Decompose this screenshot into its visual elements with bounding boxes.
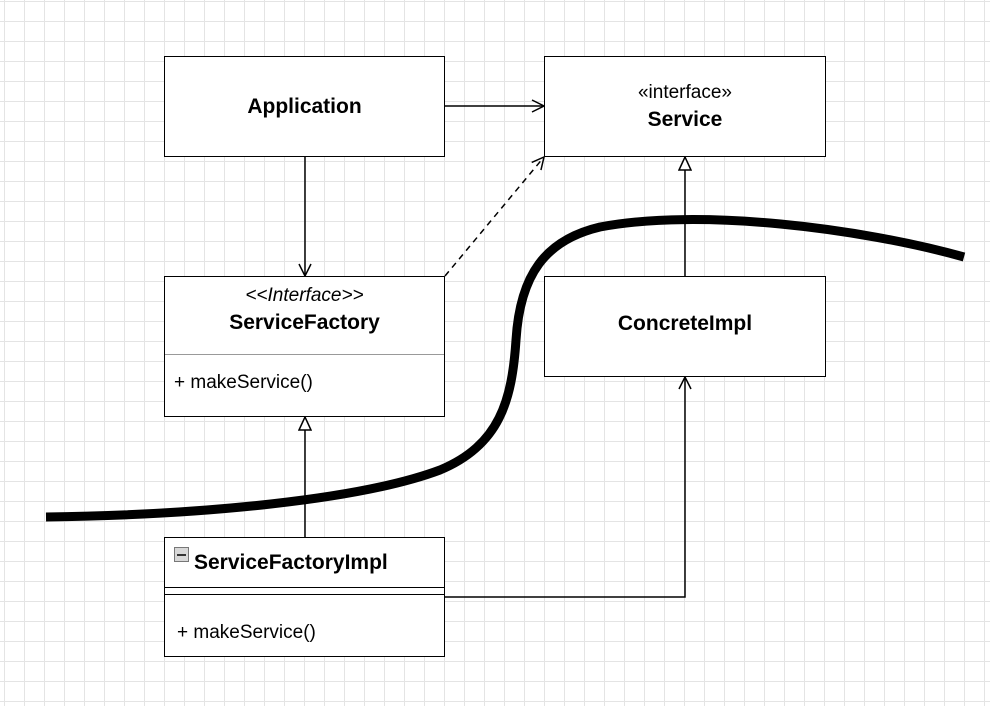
class-name: ConcreteImpl bbox=[617, 311, 753, 335]
interface-service-factory[interactable]: <<Interface>> ServiceFactory + makeServi… bbox=[164, 276, 445, 417]
collapse-icon[interactable] bbox=[174, 547, 189, 562]
association-servicefactoryimpl-concreteimpl bbox=[445, 377, 685, 598]
class-application[interactable]: Application bbox=[164, 56, 445, 157]
stereotype-label: «interface» bbox=[637, 81, 732, 103]
stereotype-label: <<Interface>> bbox=[245, 285, 364, 306]
class-name: Service bbox=[647, 107, 723, 131]
compartment-divider bbox=[165, 587, 444, 588]
class-name: ServiceFactory bbox=[229, 311, 380, 334]
class-name: Application bbox=[247, 94, 362, 118]
boundary-curve bbox=[45, 215, 966, 522]
class-name: ServiceFactoryImpl bbox=[194, 551, 388, 574]
class-service-factory-impl[interactable]: ServiceFactoryImpl + makeService() bbox=[164, 537, 445, 657]
interface-service[interactable]: «interface» Service bbox=[544, 56, 826, 157]
class-concrete-impl[interactable]: ConcreteImpl bbox=[544, 276, 826, 377]
compartment-divider bbox=[165, 594, 444, 595]
method-label: + makeService() bbox=[177, 622, 316, 643]
dependency-servicefactory-service bbox=[444, 157, 544, 277]
compartment-divider bbox=[165, 354, 444, 355]
method-label: + makeService() bbox=[174, 372, 313, 393]
